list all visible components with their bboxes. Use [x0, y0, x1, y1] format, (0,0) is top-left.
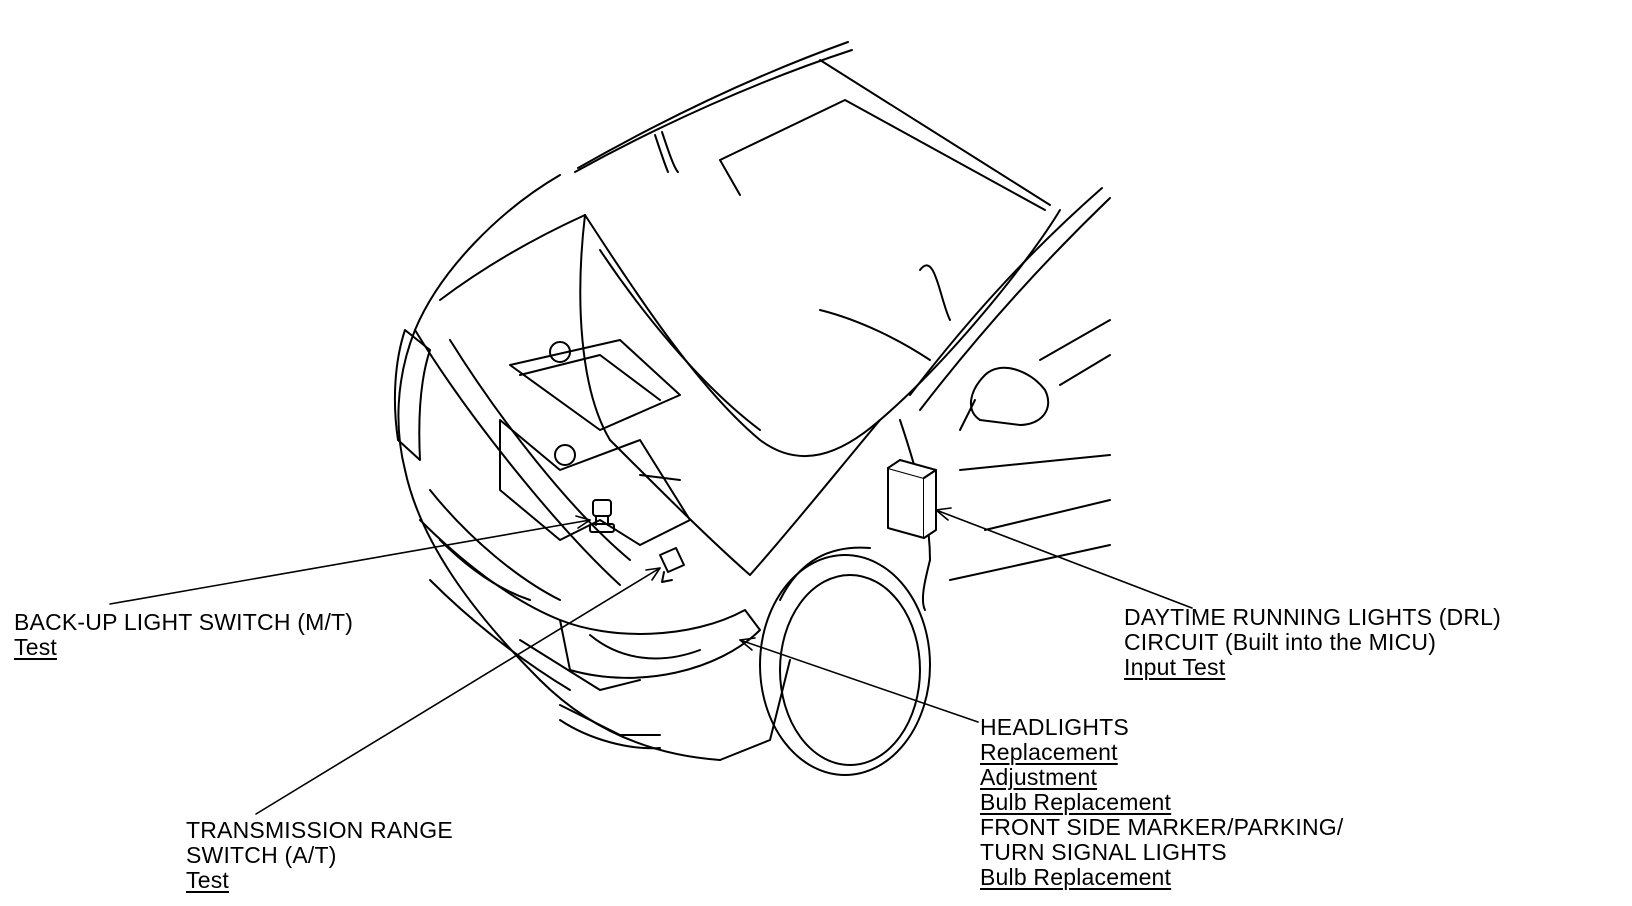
transmission-switch-icon: [659, 547, 685, 583]
headlights-replacement-link[interactable]: Replacement: [980, 739, 1118, 765]
leader-lines: [109, 507, 1193, 815]
drl-micu-box-icon: [887, 459, 937, 539]
transmission-switch-title-line1: TRANSMISSION RANGE: [186, 817, 453, 843]
headlights-title: HEADLIGHTS: [980, 714, 1129, 740]
transmission-switch-title-line2: SWITCH (A/T): [186, 842, 337, 868]
backup-switch-title: BACK-UP LIGHT SWITCH (M/T): [14, 609, 354, 635]
drl-title-line1: DAYTIME RUNNING LIGHTS (DRL): [1124, 604, 1502, 630]
car-body: [393, 41, 1111, 776]
transmission-switch-callout: TRANSMISSION RANGE SWITCH (A/T) Test: [186, 818, 453, 893]
side-marker-bulb-replacement-link[interactable]: Bulb Replacement: [980, 864, 1172, 890]
drl-title-line2: CIRCUIT (Built into the MICU): [1124, 629, 1437, 655]
drl-input-test-link[interactable]: Input Test: [1124, 654, 1226, 680]
backup-switch-test-link[interactable]: Test: [14, 634, 57, 660]
headlights-callout: HEADLIGHTS Replacement Adjustment Bulb R…: [980, 715, 1343, 890]
backup-switch-icon: [589, 499, 615, 533]
headlights-adjustment-link[interactable]: Adjustment: [980, 764, 1098, 790]
side-marker-title-line1: FRONT SIDE MARKER/PARKING/: [980, 814, 1344, 840]
transmission-switch-test-link[interactable]: Test: [186, 867, 229, 893]
side-marker-title-line2: TURN SIGNAL LIGHTS: [980, 839, 1227, 865]
drl-callout: DAYTIME RUNNING LIGHTS (DRL) CIRCUIT (Bu…: [1124, 605, 1501, 680]
headlights-bulb-replacement-link[interactable]: Bulb Replacement: [980, 789, 1172, 815]
backup-switch-callout: BACK-UP LIGHT SWITCH (M/T) Test: [14, 610, 353, 660]
